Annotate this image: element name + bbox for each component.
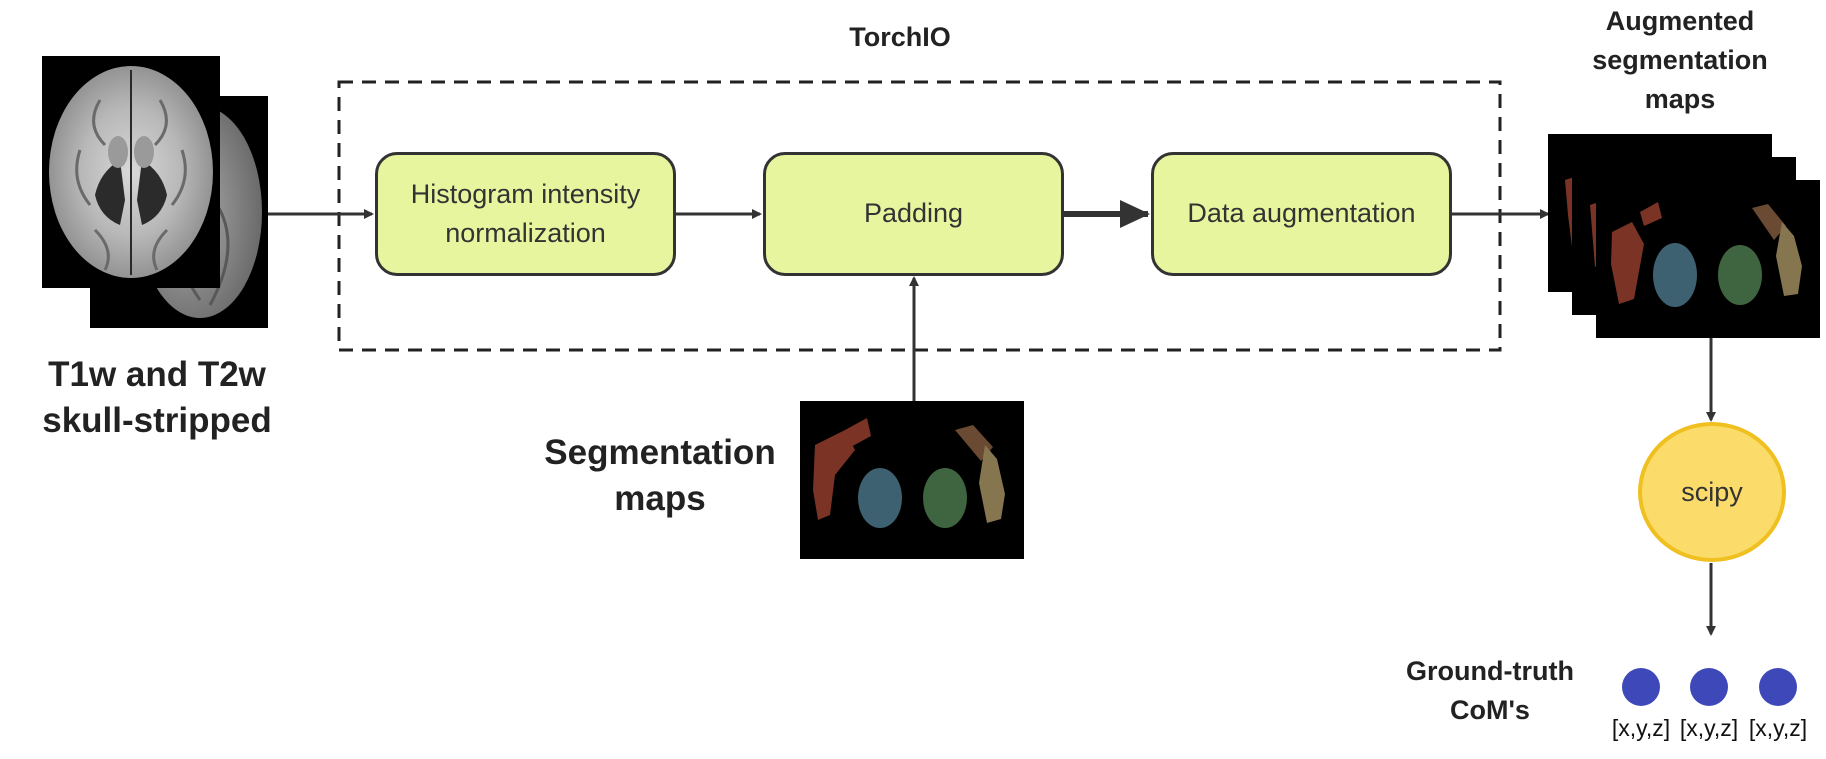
segmentation-label-line1: Segmentation	[544, 433, 776, 472]
scipy-node: scipy	[1638, 422, 1786, 562]
com-coord: [x,y,z]	[1611, 715, 1671, 741]
augmented-label-line2: segmentation	[1592, 45, 1768, 76]
com-coord: [x,y,z]	[1748, 715, 1808, 741]
segmentation-map-image	[800, 401, 1024, 559]
data-augmentation-step: Data augmentation	[1151, 152, 1452, 276]
augmented-label: Augmented segmentation maps	[1555, 2, 1805, 119]
com-dot	[1690, 668, 1728, 706]
histogram-step-line1: Histogram intensity	[410, 178, 641, 209]
input-label-line1: T1w and T2w	[48, 355, 266, 394]
ground-truth-label-line1: Ground-truth	[1406, 656, 1574, 686]
segmentation-label: Segmentation maps	[520, 430, 800, 521]
padding-step: Padding	[763, 152, 1064, 276]
segmentation-label-line2: maps	[614, 478, 706, 518]
augmentation-step-label: Data augmentation	[1187, 198, 1416, 229]
input-label: T1w and T2w skull-stripped	[12, 352, 302, 443]
input-label-line2: skull-stripped	[42, 400, 272, 440]
com-coord: [x,y,z]	[1679, 715, 1739, 741]
scipy-label: scipy	[1681, 476, 1743, 507]
augmented-segmentation-image	[1548, 134, 1820, 338]
augmented-label-line1: Augmented	[1605, 6, 1755, 36]
torchio-group	[337, 80, 1502, 352]
t1w-image	[42, 56, 220, 288]
histogram-normalization-step: Histogram intensity normalization	[375, 152, 676, 276]
com-dot	[1622, 668, 1660, 706]
augmented-label-line3: maps	[1644, 84, 1716, 115]
padding-step-label: Padding	[863, 198, 964, 229]
ground-truth-label: Ground-truth CoM's	[1390, 652, 1590, 730]
torchio-label: TorchIO	[849, 22, 951, 52]
histogram-step-line2: normalization	[445, 218, 606, 248]
com-dot	[1759, 668, 1797, 706]
ground-truth-label-line2: CoM's	[1450, 695, 1530, 726]
